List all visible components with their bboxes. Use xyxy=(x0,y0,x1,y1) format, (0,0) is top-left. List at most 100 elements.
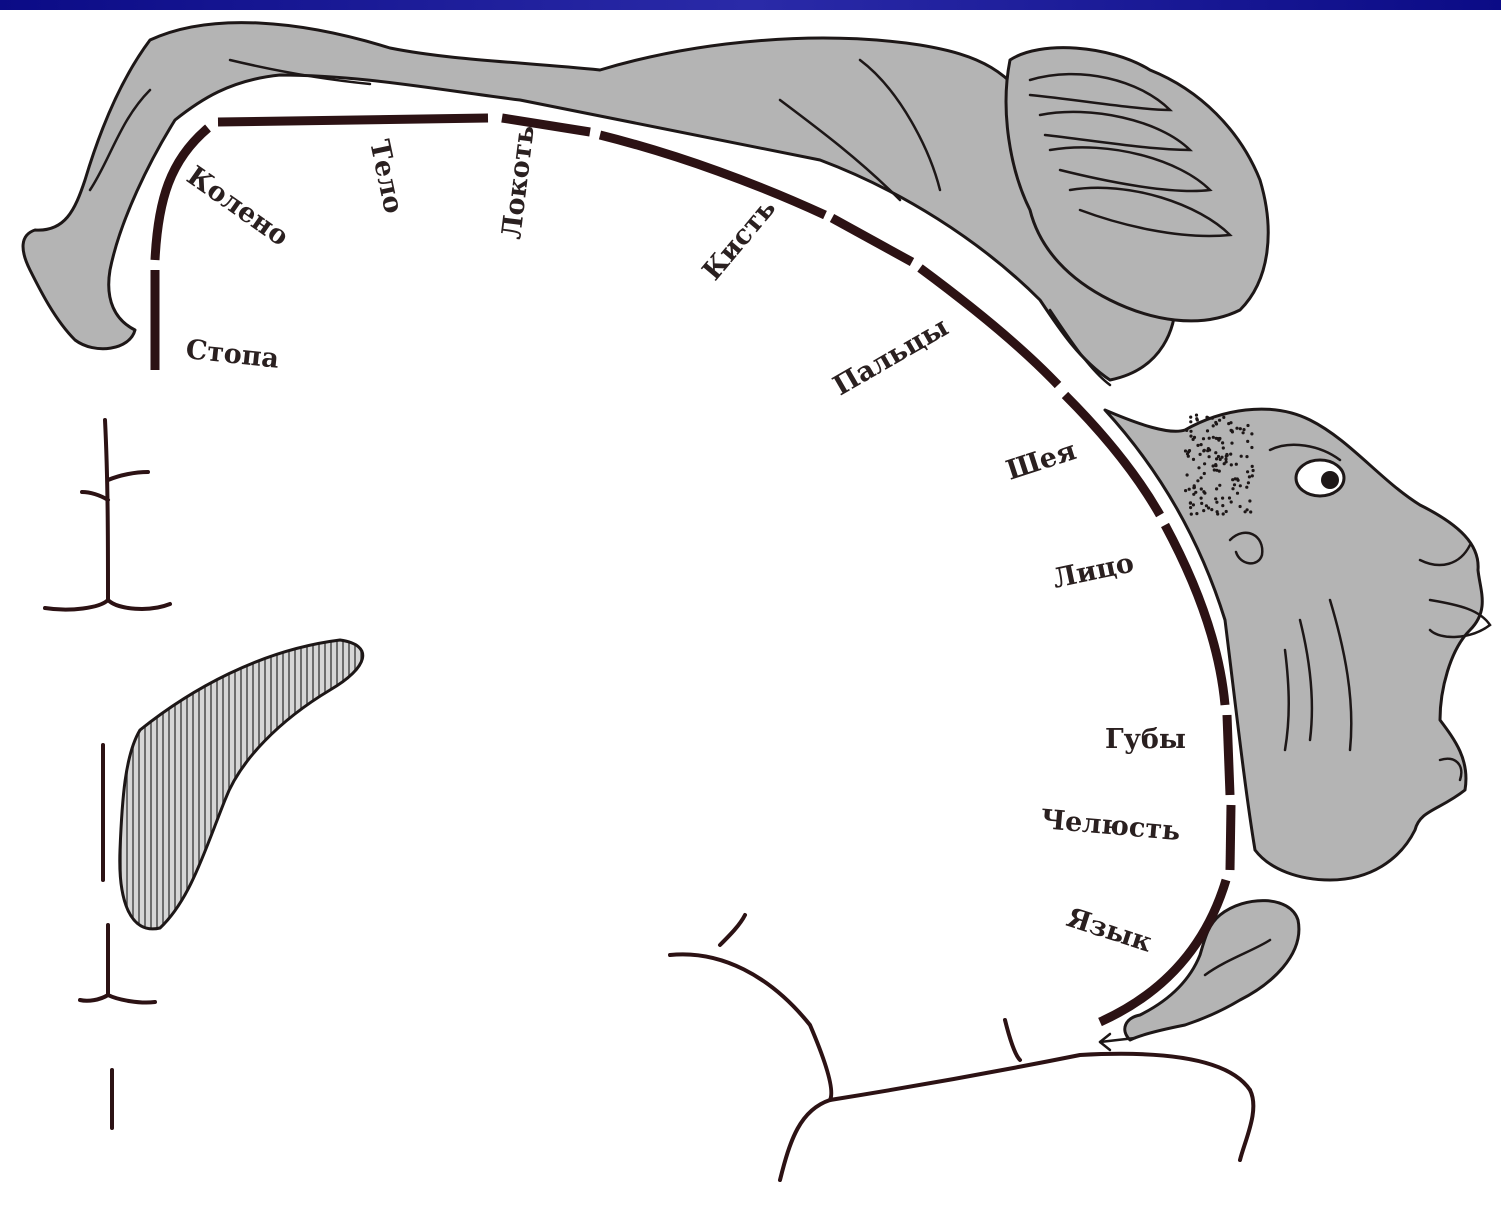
stipple-dot xyxy=(1215,469,1218,472)
stipple-dot xyxy=(1245,486,1248,489)
stipple-dot xyxy=(1218,419,1221,422)
stipple-dot xyxy=(1212,464,1215,467)
stipple-dot xyxy=(1235,427,1238,430)
stipple-dot xyxy=(1246,508,1249,511)
stipple-dot xyxy=(1200,443,1203,446)
stipple-dot xyxy=(1230,442,1233,445)
stipple-dot xyxy=(1235,463,1238,466)
stipple-dot xyxy=(1203,462,1206,465)
label-lips: Губы xyxy=(1105,724,1186,755)
stipple-dot xyxy=(1195,512,1198,515)
label-hand: Кисть xyxy=(697,193,783,287)
stipple-dot xyxy=(1210,508,1213,511)
stipple-dot xyxy=(1230,463,1233,466)
label-knee: Колено xyxy=(181,160,294,252)
stipple-dot xyxy=(1246,424,1249,427)
stipple-dot xyxy=(1249,510,1252,513)
stipple-dot xyxy=(1195,414,1198,417)
label-face: Лицо xyxy=(1050,548,1137,595)
stipple-dot xyxy=(1193,436,1196,439)
stipple-dot xyxy=(1248,475,1251,478)
stipple-dot xyxy=(1236,492,1239,495)
homunculus-face-figure xyxy=(1105,409,1490,880)
label-body: Тело xyxy=(363,137,409,216)
stipple-dot xyxy=(1216,512,1219,515)
stipple-dot xyxy=(1186,473,1189,476)
stipple-dot xyxy=(1239,427,1242,430)
stipple-dot xyxy=(1219,458,1222,461)
stipple-dot xyxy=(1215,487,1218,490)
stipple-dot xyxy=(1217,439,1220,442)
stipple-dot xyxy=(1212,436,1215,439)
stipple-dot xyxy=(1192,458,1195,461)
stipple-dot xyxy=(1189,502,1192,505)
stipple-dot xyxy=(1250,432,1253,435)
stipple-dot xyxy=(1184,449,1187,452)
stipple-dot xyxy=(1199,453,1202,456)
stipple-dot xyxy=(1207,447,1210,450)
hatched-region xyxy=(120,640,363,929)
stipple-dot xyxy=(1228,496,1231,499)
stipple-dot xyxy=(1214,451,1217,454)
stipple-dot xyxy=(1221,441,1224,444)
stipple-dot xyxy=(1221,504,1224,507)
stipple-dot xyxy=(1217,455,1220,458)
stipple-dot xyxy=(1248,499,1251,502)
stipple-dot xyxy=(1231,487,1234,490)
label-jaw: Челюсть xyxy=(1039,804,1181,847)
homunculus-body-figure xyxy=(23,23,1176,380)
stipple-dot xyxy=(1246,470,1249,473)
stipple-dot xyxy=(1200,487,1203,490)
label-foot: Стопа xyxy=(184,334,280,375)
stipple-dot xyxy=(1203,472,1206,475)
stipple-dot xyxy=(1185,429,1188,432)
stipple-dot xyxy=(1242,431,1245,434)
stipple-dot xyxy=(1225,510,1228,513)
stipple-dot xyxy=(1195,417,1198,420)
stipple-dot xyxy=(1196,444,1199,447)
stipple-dot xyxy=(1192,493,1195,496)
label-fingers: Пальцы xyxy=(828,312,954,403)
stipple-dot xyxy=(1202,437,1205,440)
stipple-dot xyxy=(1231,430,1234,433)
label-neck: Шея xyxy=(1003,435,1081,487)
stipple-dot xyxy=(1188,488,1191,491)
stipple-dot xyxy=(1200,476,1203,479)
stipple-dot xyxy=(1192,503,1195,506)
stipple-dot xyxy=(1189,416,1192,419)
stipple-dot xyxy=(1189,430,1192,433)
stipple-dot xyxy=(1246,440,1249,443)
stipple-dot xyxy=(1245,455,1248,458)
stipple-dot xyxy=(1196,479,1199,482)
stipple-dot xyxy=(1200,502,1203,505)
stipple-dot xyxy=(1214,497,1217,500)
header-band xyxy=(0,0,1501,10)
stipple-dot xyxy=(1208,455,1211,458)
stipple-dot xyxy=(1222,416,1225,419)
stipple-dot xyxy=(1200,497,1203,500)
stipple-dot xyxy=(1225,453,1228,456)
stipple-dot xyxy=(1240,455,1243,458)
stipple-dot xyxy=(1242,428,1245,431)
stipple-dot xyxy=(1206,429,1209,432)
stipple-dot xyxy=(1222,512,1225,515)
stipple-dot xyxy=(1212,424,1215,427)
stipple-dot xyxy=(1186,452,1189,455)
stipple-dot xyxy=(1251,474,1254,477)
stipple-dot xyxy=(1222,446,1225,449)
stipple-dot xyxy=(1193,484,1196,487)
label-elbow: Локоть xyxy=(496,123,541,240)
stipple-dot xyxy=(1239,505,1242,508)
stipple-dot xyxy=(1239,484,1242,487)
stipple-dot xyxy=(1203,449,1206,452)
stipple-dot xyxy=(1230,500,1233,503)
stipple-dot xyxy=(1233,483,1236,486)
stipple-dot xyxy=(1202,509,1205,512)
stipple-dot xyxy=(1189,435,1192,438)
label-tongue: Язык xyxy=(1063,902,1156,959)
stipple-dot xyxy=(1218,484,1221,487)
stipple-dot xyxy=(1251,465,1254,468)
stipple-dot xyxy=(1197,466,1200,469)
